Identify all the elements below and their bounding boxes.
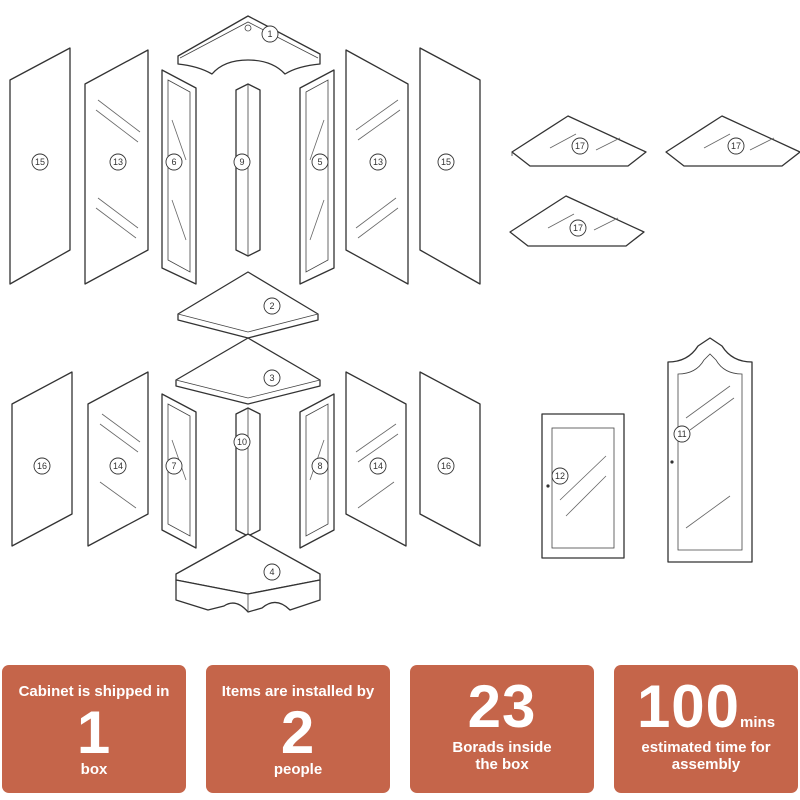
callout-5: 5 [311, 153, 329, 171]
svg-text:15: 15 [35, 157, 45, 167]
svg-text:8: 8 [317, 461, 322, 471]
stats-row: Cabinet is shipped in 1 box Items are in… [0, 665, 800, 800]
svg-text:6: 6 [171, 157, 176, 167]
callout-3: 3 [263, 369, 281, 387]
svg-text:1: 1 [267, 29, 272, 39]
svg-text:17: 17 [573, 223, 583, 233]
stat-top-text: Cabinet is shipped in [18, 683, 170, 700]
svg-text:14: 14 [373, 461, 383, 471]
svg-text:13: 13 [373, 157, 383, 167]
shelf-3 [175, 337, 321, 405]
stat-card-boards: 23 Borads inside the box [410, 665, 594, 793]
svg-text:14: 14 [113, 461, 123, 471]
callout-17-a: 17 [571, 137, 589, 155]
svg-text:10: 10 [237, 437, 247, 447]
callout-13-left: 13 [109, 153, 127, 171]
base-4 [175, 533, 321, 613]
callout-16-right: 16 [437, 457, 455, 475]
svg-text:17: 17 [731, 141, 741, 151]
stat-value: 100mins [614, 677, 798, 753]
stat-card-time: 100mins estimated time for assembly [614, 665, 798, 793]
callout-13-right: 13 [369, 153, 387, 171]
callout-10: 10 [233, 433, 251, 451]
svg-text:15: 15 [441, 157, 451, 167]
stat-bottom-text: Borads inside the box [452, 739, 552, 773]
stat-value: 2 [280, 699, 316, 766]
callout-7: 7 [165, 457, 183, 475]
svg-text:17: 17 [575, 141, 585, 151]
callout-1: 1 [261, 25, 279, 43]
callout-14-left: 14 [109, 457, 127, 475]
svg-text:9: 9 [239, 157, 244, 167]
door-frame-5 [299, 69, 335, 285]
stat-bottom-text: box [80, 761, 108, 778]
callout-11: 11 [673, 425, 691, 443]
callout-2: 2 [263, 297, 281, 315]
small-door-12 [541, 413, 625, 559]
svg-text:7: 7 [171, 461, 176, 471]
stat-value: 1 [76, 699, 112, 766]
svg-text:3: 3 [269, 373, 274, 383]
stat-card-shipping: Cabinet is shipped in 1 box [2, 665, 186, 793]
svg-text:5: 5 [317, 157, 322, 167]
stat-number: 100 [636, 673, 741, 740]
svg-text:12: 12 [555, 471, 565, 481]
top-crown [177, 15, 321, 75]
tall-door-11 [667, 337, 753, 563]
callout-17-c: 17 [569, 219, 587, 237]
callout-12: 12 [551, 467, 569, 485]
stat-bottom-text: people [273, 761, 323, 778]
callout-14-right: 14 [369, 457, 387, 475]
callout-6: 6 [165, 153, 183, 171]
svg-text:2: 2 [269, 301, 274, 311]
callout-9: 9 [233, 153, 251, 171]
callout-8: 8 [311, 457, 329, 475]
shelf-2 [177, 271, 319, 339]
corner-post-9 [235, 83, 261, 257]
cabinet-exploded-diagram: 1 2 3 4 5 6 7 8 9 10 11 12 13 13 14 14 1… [9, 15, 800, 613]
svg-text:11: 11 [677, 429, 686, 439]
stat-top-text: Items are installed by [221, 683, 375, 700]
door-frame-6 [161, 69, 197, 285]
svg-text:4: 4 [269, 567, 274, 577]
svg-text:13: 13 [113, 157, 123, 167]
corner-post-10 [235, 407, 261, 537]
svg-text:16: 16 [37, 461, 47, 471]
callout-16-left: 16 [33, 457, 51, 475]
stat-value: 23 [467, 673, 537, 740]
svg-text:16: 16 [441, 461, 451, 471]
callout-15-left: 15 [31, 153, 49, 171]
stat-card-installers: Items are installed by 2 people [206, 665, 390, 793]
callout-15-right: 15 [437, 153, 455, 171]
stat-unit: mins [740, 714, 776, 731]
callout-4: 4 [263, 563, 281, 581]
callout-17-b: 17 [727, 137, 745, 155]
stat-bottom-text: estimated time for assembly [641, 739, 771, 773]
